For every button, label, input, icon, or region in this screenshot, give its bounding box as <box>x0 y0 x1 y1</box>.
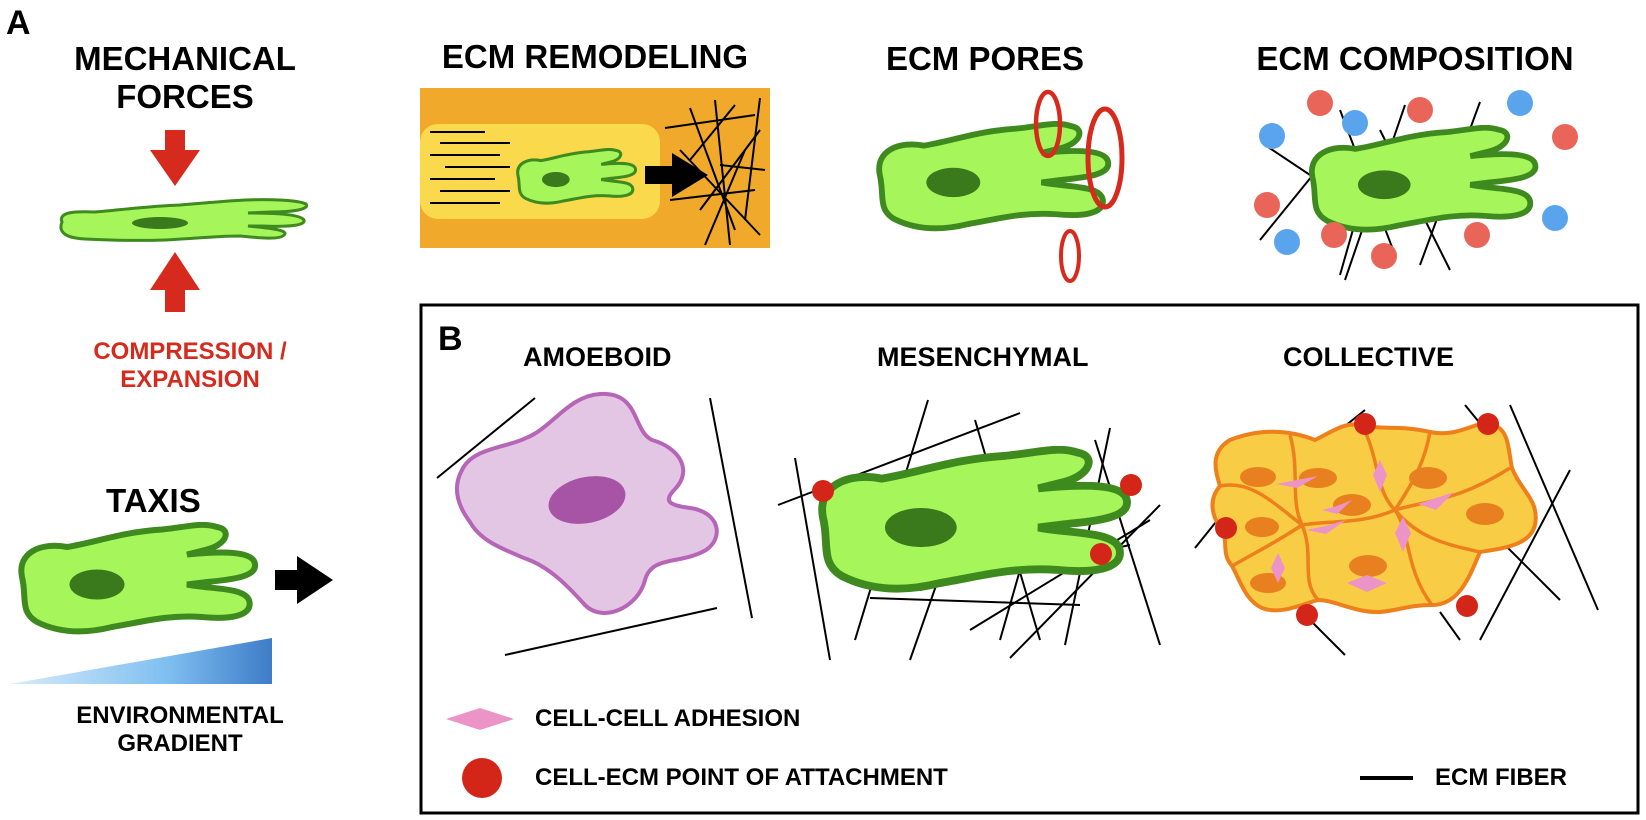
mechanical-forces-title: MECHANICAL FORCES <box>40 40 330 116</box>
compression-caption-line1: COMPRESSION / <box>93 338 287 365</box>
aligned-ecm-fibers <box>430 131 510 204</box>
mesenchymal-title: MESENCHYMAL <box>877 342 1089 372</box>
legend-ecm-fiber-label: ECM FIBER <box>1435 764 1567 791</box>
compression-expansion-caption: COMPRESSION / EXPANSION <box>20 338 360 393</box>
collective-figure <box>1194 404 1599 656</box>
amoeboid-title: AMOEBOID <box>523 342 672 372</box>
pore-small-bottom <box>1059 229 1081 283</box>
environmental-gradient-wedge <box>10 638 272 684</box>
mechanical-forces-title-line2: FORCES <box>116 77 254 115</box>
ecm-composition-figure <box>1254 90 1578 281</box>
collective-attachment-points <box>1215 413 1499 626</box>
remodeling-direction-arrow-icon <box>645 153 708 197</box>
ecm-remodeling-title: ECM REMODELING <box>441 38 749 75</box>
pores-cell <box>879 124 1108 228</box>
legend-cell-cell-adhesion-label: CELL-CELL ADHESION <box>535 705 801 732</box>
compression-arrow-top-icon <box>150 130 200 186</box>
ecm-composition-title: ECM COMPOSITION <box>1256 40 1574 77</box>
environmental-gradient-caption: ENVIRONMENTAL GRADIENT <box>40 702 320 757</box>
mechanical-forces-figure <box>59 130 309 312</box>
random-ecm-fibers <box>664 97 766 246</box>
panel-b-frame <box>419 303 1640 815</box>
flattened-cell-nucleus <box>132 217 188 229</box>
composition-cell <box>1312 128 1536 230</box>
taxis-title: TAXIS <box>106 482 201 519</box>
expansion-arrow-bottom-icon <box>150 252 200 312</box>
ecm-pores-title: ECM PORES <box>885 40 1085 77</box>
amoeboid-figure <box>436 391 753 656</box>
compression-caption-line2: EXPANSION <box>120 365 260 393</box>
cell-cell-adhesion-legend-icon <box>446 708 514 730</box>
collective-title: COLLECTIVE <box>1283 342 1455 372</box>
mechanical-forces-title-line1: MECHANICAL <box>74 40 296 77</box>
collective-cell-cell-adhesions <box>1271 460 1454 592</box>
mesenchymal-attachment-points <box>812 474 1142 565</box>
cell-ecm-attachment-legend-icon <box>462 758 502 798</box>
panel-a-letter: A <box>6 4 31 42</box>
pore-large <box>1085 106 1125 210</box>
ecm-pores-figure <box>879 89 1125 283</box>
gradient-caption-line1: ENVIRONMENTAL <box>76 702 284 729</box>
panel-b-letter: B <box>438 320 463 358</box>
amoeboid-nucleus <box>548 476 626 524</box>
composition-red-components <box>1254 90 1578 269</box>
taxis-direction-arrow-icon <box>275 556 333 604</box>
taxis-figure <box>10 525 333 684</box>
legend <box>446 708 1413 798</box>
composition-blue-components <box>1259 90 1568 255</box>
collective-nuclei <box>1240 467 1504 593</box>
legend-cell-ecm-attachment-label: CELL-ECM POINT OF ATTACHMENT <box>535 764 948 791</box>
taxis-cell <box>21 525 255 632</box>
pore-small-top <box>1033 89 1063 159</box>
ecm-remodeling-figure <box>420 88 770 248</box>
gradient-caption-line2: GRADIENT <box>117 729 243 757</box>
mesenchymal-figure <box>777 399 1161 661</box>
